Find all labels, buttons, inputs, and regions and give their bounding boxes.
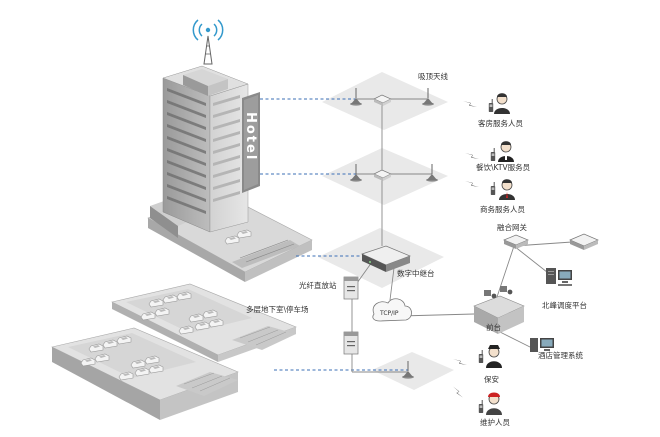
maintenance-label: 维护人员 — [480, 418, 510, 427]
computer-icon — [558, 270, 572, 286]
network-device-icon — [569, 233, 599, 250]
tcp-ip-cloud-icon: TCP/IP — [372, 298, 412, 322]
front-desk-icon — [473, 286, 525, 334]
person-icon-room-staff — [494, 93, 510, 114]
parking-label: 多层地下室\停车场 — [246, 305, 309, 314]
hotel-sign: Hotel — [243, 112, 258, 161]
radio-icon — [490, 147, 496, 162]
fiber-station-label: 光纤直放站 — [299, 281, 337, 290]
lightning-icon — [465, 181, 479, 187]
splitter-icon — [373, 94, 392, 106]
floor-panels — [318, 72, 454, 390]
room-staff-label: 客房服务人员 — [478, 119, 523, 128]
radio-icon — [488, 98, 494, 113]
front-desk-label: 前台 — [486, 323, 501, 332]
person-icon-dining-staff — [498, 141, 514, 162]
splitter-icon — [373, 169, 392, 181]
hotel-mgmt-label: 酒店管理系统 — [538, 351, 583, 360]
dispatch-platform-label: 北峰调度平台 — [542, 301, 587, 310]
radio-icon — [490, 181, 496, 196]
dashed-links — [260, 98, 408, 371]
lightning-icon — [465, 153, 479, 159]
computer-icon — [530, 338, 554, 352]
lightning-icon — [463, 101, 477, 107]
radio-icon — [478, 399, 484, 414]
parking-garage — [51, 283, 297, 420]
tcp-ip-label: TCP/IP — [379, 310, 399, 317]
signal-tower-icon — [192, 19, 224, 65]
person-icon-business-staff — [499, 179, 515, 200]
lightning-icon — [450, 386, 466, 398]
fiber-repeater-icon — [343, 276, 359, 300]
business-staff-label: 商务服务人员 — [480, 205, 525, 214]
person-icon-maintenance — [486, 392, 502, 415]
hotel-building: Hotel — [147, 65, 313, 282]
dining-staff-label: 餐饮\KTV服务员 — [476, 163, 531, 172]
digital-repeater-label: 数字中继台 — [397, 269, 435, 278]
person-icon-security — [486, 345, 502, 368]
server-icon — [546, 268, 556, 284]
security-label: 保安 — [484, 375, 499, 384]
ceiling-antenna-label: 吸顶天线 — [418, 72, 448, 81]
fiber-repeater-icon — [343, 331, 359, 355]
gateway-icon — [503, 234, 529, 249]
fusion-gateway-label: 融合网关 — [497, 223, 527, 232]
radio-icon — [478, 349, 484, 364]
lightning-icon — [453, 359, 467, 365]
digital-repeater-icon — [361, 245, 411, 272]
